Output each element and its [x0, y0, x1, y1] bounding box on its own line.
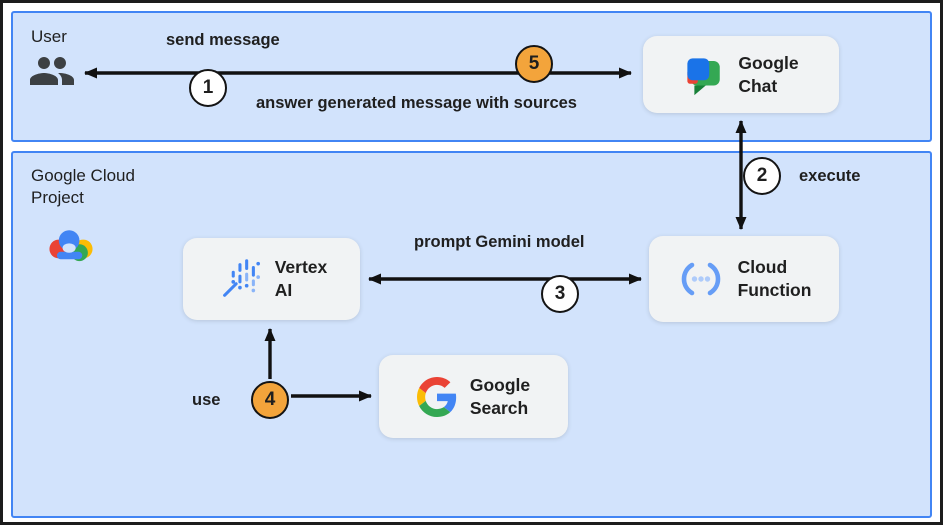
- google-cloud-logo-icon: [41, 225, 101, 271]
- user-panel-label: User: [31, 27, 67, 46]
- step-1-badge: 1: [189, 69, 227, 107]
- node-google-chat: Google Chat: [643, 36, 839, 113]
- node-cloud-function: Cloud Function: [649, 236, 839, 322]
- edge-label-answer: answer generated message with sources: [256, 94, 577, 112]
- vertex-ai-icon: [216, 256, 262, 302]
- node-google-search: Google Search: [379, 355, 568, 438]
- google-chat-icon: [683, 54, 725, 96]
- edge-label-execute: execute: [799, 167, 861, 185]
- step-2-badge: 2: [743, 157, 781, 195]
- node-vertex-ai: Vertex AI: [183, 238, 360, 320]
- edge-label-prompt-gemini: prompt Gemini model: [414, 233, 585, 251]
- node-google-chat-label: Google Chat: [738, 52, 799, 96]
- gcp-panel-label: Google Cloud Project: [31, 166, 135, 208]
- edge-label-use: use: [192, 391, 221, 409]
- edge-label-send-message: send message: [166, 31, 280, 49]
- step-3-badge: 3: [541, 275, 579, 313]
- step-4-badge: 4: [251, 381, 289, 419]
- google-cloud-project-panel: [11, 151, 932, 518]
- google-search-icon: [416, 376, 457, 417]
- node-google-search-label: Google Search: [469, 374, 531, 418]
- node-vertex-ai-label: Vertex AI: [274, 257, 328, 300]
- step-5-badge: 5: [515, 45, 553, 83]
- user-icon: [27, 51, 77, 91]
- node-cloud-function-label: Cloud Function: [737, 257, 812, 300]
- cloud-function-icon: [677, 255, 725, 303]
